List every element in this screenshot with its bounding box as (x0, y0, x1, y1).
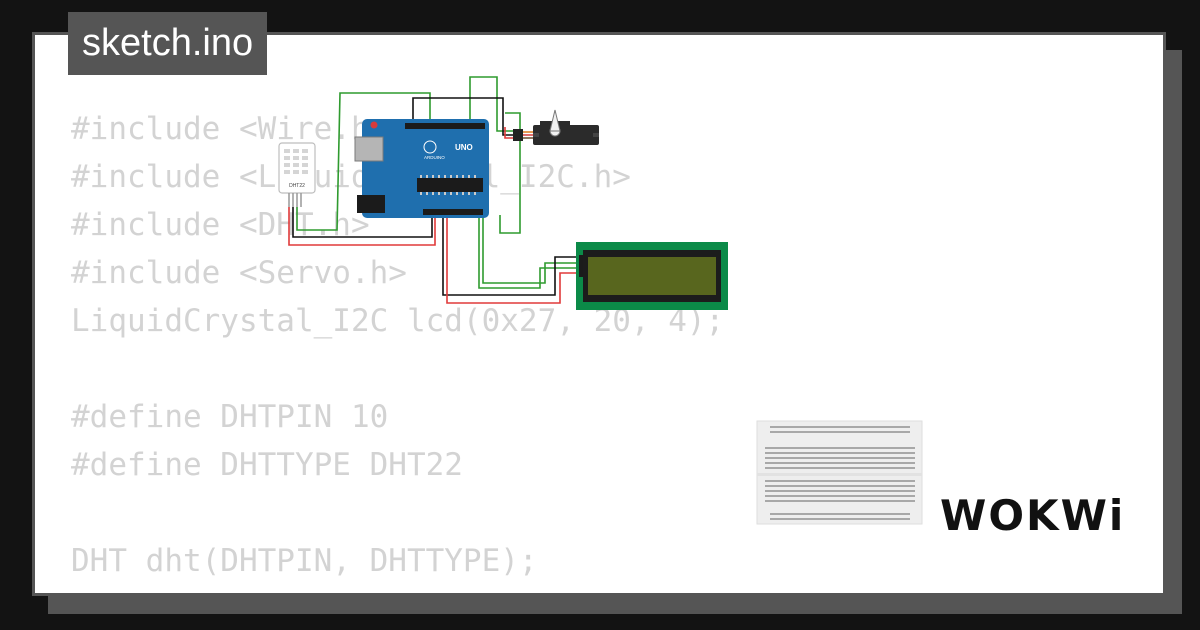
lcd-display (576, 242, 728, 310)
wire-green-lcd3 (482, 215, 580, 284)
circuit-diagram: DHT22 UNO (278, 76, 923, 525)
breadboard (756, 420, 923, 525)
wire-black-dht (292, 207, 433, 238)
wire-black-servo (412, 97, 513, 136)
wire-green-lcd1 (499, 112, 521, 234)
preview-card: #include <Wire.h>#include <LiquidCrystal… (32, 32, 1166, 596)
wokwi-logo: WOKWi (940, 491, 1126, 540)
filename-tab: sketch.ino (68, 12, 268, 75)
dht22-sensor: DHT22 (278, 142, 316, 207)
dht22-label: DHT22 (289, 183, 305, 189)
wire-green-lcd2 (478, 215, 580, 289)
servo-motor (513, 109, 599, 145)
code-line: #include <Servo.h> (71, 255, 407, 291)
board-brand-label: ARDUINO (424, 155, 445, 160)
wires (288, 76, 580, 304)
code-line: LiquidCrystal_I2C lcd(0x27, 20, 4); (71, 303, 725, 339)
wire-black-lcd (442, 215, 580, 296)
wire-red-dht (288, 207, 436, 246)
arduino-uno-board: UNO ARDUINO (354, 119, 489, 218)
board-model-label: UNO (455, 143, 473, 152)
code-line: #define DHTPIN 10 (71, 399, 389, 435)
code-line: #define DHTTYPE DHT22 (71, 447, 463, 483)
wire-red-servo (504, 127, 515, 139)
code-line: DHT dht(DHTPIN, DHTTYPE); (71, 543, 538, 579)
wire-red-lcd (446, 215, 580, 304)
